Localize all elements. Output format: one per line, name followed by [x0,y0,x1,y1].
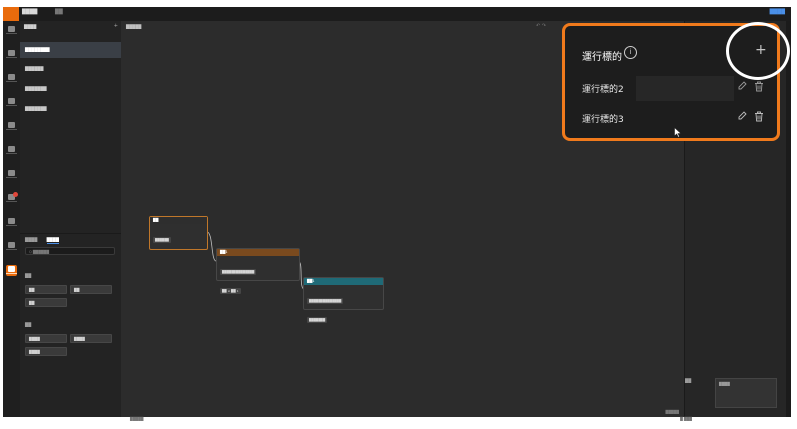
chip-6[interactable]: ████ [25,347,67,356]
info-icon[interactable]: i [624,46,637,59]
strategy-sidebar: ████ + ████████ ██████ ███████ ███████ █… [20,21,122,417]
monitor-icon [8,242,15,248]
flow-node-start[interactable]: ██ ██████ [149,216,208,250]
node-header: ██ [150,217,207,224]
bottom-status-left: █████ [130,417,144,421]
app-subtitle[interactable]: ██ [55,9,63,15]
rail-item-10[interactable] [6,241,17,252]
sidebar-divider [20,233,121,234]
target-row-label: 運行標的3 [582,115,624,125]
rail-item-2[interactable] [6,49,17,60]
flow-node-b[interactable]: ██1 ██████████████ ███████ [303,277,384,323]
mouse-cursor-icon [674,127,682,138]
rail-item-4[interactable] [6,97,17,108]
node-header: ██1 [217,249,299,256]
target-row-label: 運行標的2 [582,85,624,95]
app-logo [3,7,19,21]
grid-icon [8,50,15,56]
notification-badge [13,192,18,197]
undo-redo-icon[interactable]: ↶ ↷ [536,23,546,29]
trash-icon[interactable] [754,111,764,122]
component-tabs: ████ ████ [25,237,67,244]
node-condition: ██ ≥ ██ 1 [220,288,241,294]
filter-icon [8,98,15,104]
highlight-circle [726,22,790,80]
rail-item-active[interactable] [6,265,17,276]
app-title: ████ [22,9,38,15]
user-icon [8,26,15,32]
chip-5[interactable]: ████ [70,334,112,343]
sidebar-item-3[interactable]: ███████ [25,86,47,91]
rail-item-8[interactable] [6,193,17,204]
chip-1[interactable]: ██ [25,285,67,294]
top-bar: ████ ██ ████ [3,7,791,21]
clock-icon [8,122,15,128]
rail-item-5[interactable] [6,121,17,132]
node-condition: ███████ [307,317,328,323]
chip-2[interactable]: ██ [70,285,112,294]
document-icon [8,170,15,176]
group-label-2: ██ [25,322,32,327]
trash-icon[interactable] [754,81,764,92]
rail-item-9[interactable] [6,217,17,228]
strategy-icon [8,266,15,272]
node-condition: ██████████████ [220,269,257,275]
flow-node-a[interactable]: ██1 ██████████████ ██ ≥ ██ 1 [216,248,300,294]
target-heading: 運行標的 [582,52,622,63]
message-icon [8,194,15,200]
node-header: ██1 [304,278,383,285]
chart-icon [8,74,15,80]
vertical-scrollbar[interactable] [786,21,791,417]
panel-note-box[interactable]: ████ [715,378,777,408]
chip-4[interactable]: ████ [25,334,67,343]
node-condition: ██████████████ [307,298,344,304]
node-condition: ██████ [153,237,171,243]
rail-item-3[interactable] [6,73,17,84]
sidebar-add-button[interactable]: + [113,23,118,29]
sidebar-item-1[interactable]: ████████ [20,42,121,58]
component-search-input[interactable]: Q ██████ [25,247,115,255]
target-row[interactable]: 運行標的3 [565,106,777,131]
chip-3[interactable]: ██ [25,298,67,307]
sidebar-item-2[interactable]: ██████ [25,66,44,71]
rail-item-1[interactable] [6,25,17,36]
edge-start-to-a [206,231,217,262]
rocket-icon [8,218,15,224]
bottom-status-right: █ ███ [680,417,692,421]
pencil-icon[interactable] [737,111,747,121]
canvas-title: █████ [126,24,142,29]
pencil-icon[interactable] [737,81,747,91]
tab-1[interactable]: ████ [25,237,38,242]
tab-2[interactable]: ████ [46,237,59,244]
sidebar-header: ████ [24,24,37,29]
gear-icon [8,146,15,152]
top-right-link[interactable]: ████ [769,9,785,15]
rail-item-6[interactable] [6,145,17,156]
panel-footer-label: ██ [685,378,692,383]
rail-item-7[interactable] [6,169,17,180]
sidebar-item-4[interactable]: ███████ [25,106,47,111]
group-label-1: ██ [25,273,32,278]
target-row[interactable]: 運行標的2 [565,76,777,101]
left-nav-rail [3,21,20,417]
canvas-footer: █████ [665,410,679,414]
